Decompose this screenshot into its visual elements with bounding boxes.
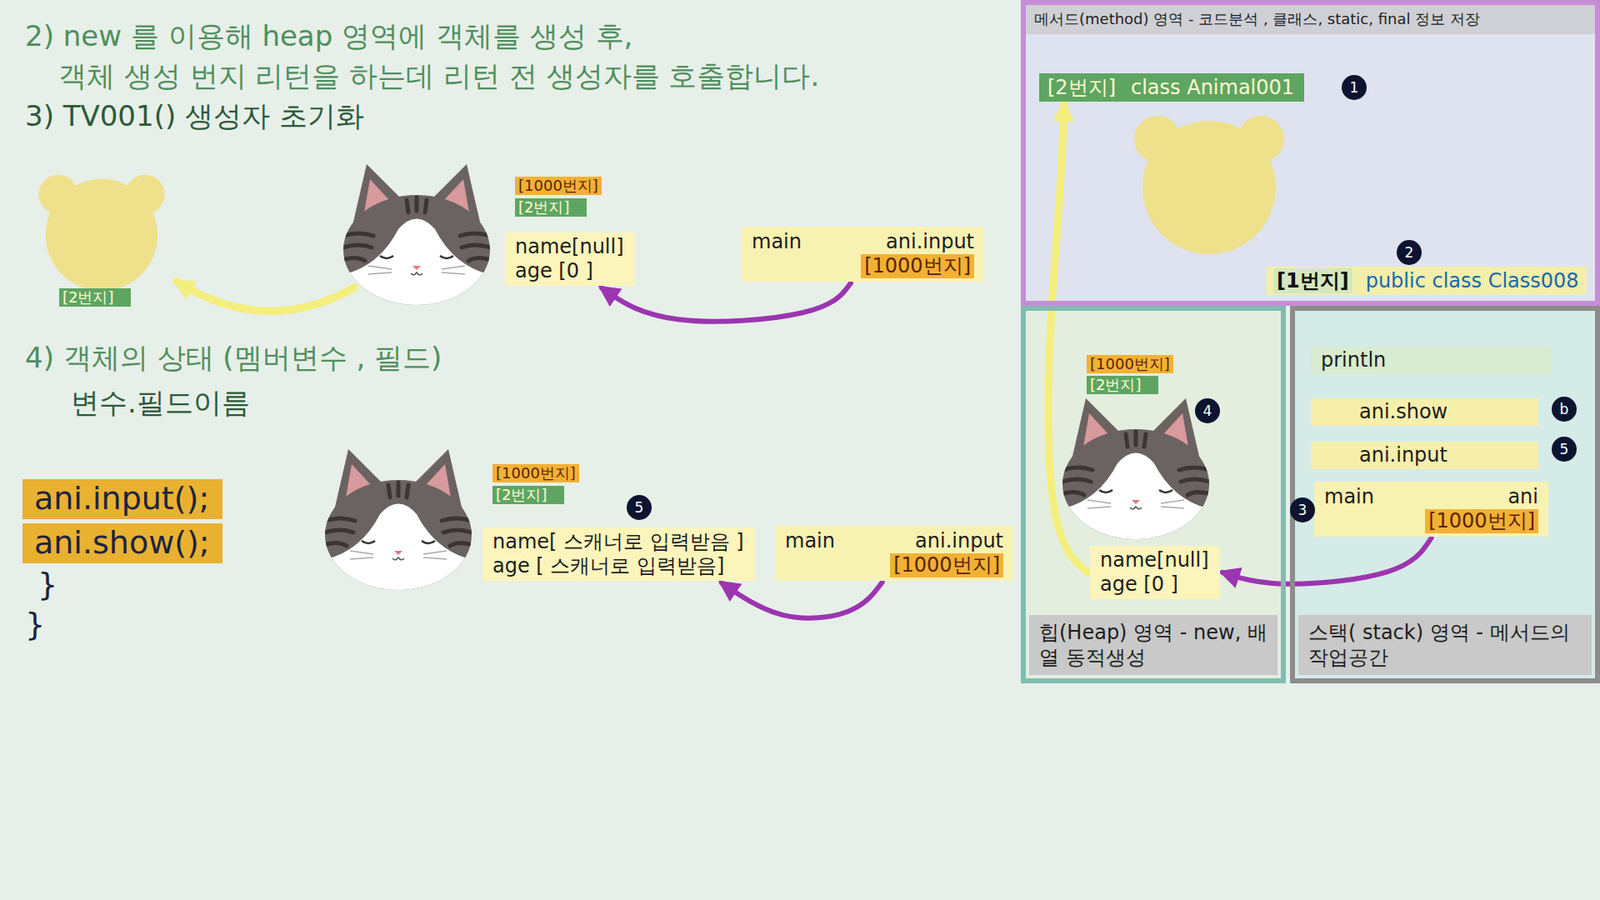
field-text: age [0 ]	[515, 259, 625, 284]
reference-arrow	[1222, 538, 1432, 585]
frame-text: [1000번지]	[1425, 509, 1539, 534]
callout-number: 1	[1341, 75, 1367, 100]
address-tag: [2번지]	[515, 198, 587, 217]
area-title: 스택( stack) 영역 - 메서드의 작업공간	[1298, 615, 1592, 675]
frame-text: ani	[1507, 485, 1539, 510]
class-text: [2번지]	[1047, 75, 1116, 100]
class-text: [1번지]	[1273, 268, 1353, 294]
stack-area: 스택( stack) 영역 - 메서드의 작업공간 println ani.show…	[1290, 305, 1600, 684]
note-text: 2) new 를 이용해 heap 영역에 객체를 생성 후,	[25, 18, 633, 55]
class-text: class Animal001	[1130, 75, 1295, 100]
reference-arrow	[601, 283, 851, 322]
callout-number: 4	[1195, 398, 1220, 424]
field-text: name[ 스캐너로 입력받음 ]	[492, 530, 745, 555]
address-tag: [2번지]	[492, 485, 565, 505]
callout-number: b	[1551, 396, 1577, 422]
frame-text: main	[751, 230, 802, 255]
address-tag: [1000번지]	[1086, 355, 1174, 374]
note-text: 4) 객체의 상태 (멤버변수 , 필드)	[25, 340, 442, 376]
method-text: ani.input	[1359, 443, 1448, 467]
class-bear	[1134, 115, 1285, 255]
area-title: 힙(Heap) 영역 - new, 배열 동적생성	[1029, 615, 1278, 675]
field-box: name[ 스캐너로 입력받음 ]age [ 스캐너로 입력받음]	[482, 527, 755, 581]
code-line: ani.input();	[22, 479, 223, 520]
class-text: public class Class008	[1365, 268, 1580, 294]
heap-area-fill	[1020, 305, 1286, 684]
class-link-arrow	[1048, 104, 1088, 573]
stack-frame: main ani[1000번지]	[1314, 481, 1549, 537]
address-tag: [2번지]	[59, 288, 131, 307]
frame-text: [1000번지]	[860, 254, 975, 279]
heap-object: name[null]age [0 ]	[1090, 545, 1220, 600]
stack-entry: ani.input	[1310, 441, 1539, 470]
code-text: ani.input();	[34, 480, 210, 517]
method-text: ani.show	[1359, 400, 1448, 424]
note-text: 변수.필드이름	[70, 385, 250, 421]
area-title: 메서드(method) 영역 - 코드분석 , 클래스, static, fin…	[1025, 5, 1595, 35]
stack-entry: ani.show	[1310, 398, 1539, 426]
code-brace: }	[37, 566, 58, 604]
callout-number: 2	[1396, 240, 1422, 265]
class-bear	[38, 175, 165, 291]
code-text: ani.show();	[34, 524, 210, 561]
frame-text: [1000번지]	[890, 553, 1004, 578]
method-area-fill	[1020, 0, 1600, 306]
class-link-arrow	[176, 281, 355, 311]
address-tag: [2번지]	[1086, 375, 1159, 395]
address-tag: [1000번지]	[515, 176, 602, 195]
method-text: println	[1320, 348, 1386, 372]
method-area: 메서드(method) 영역 - 코드분석 , 클래스, static, fin…	[1020, 0, 1600, 306]
field-text: age [0 ]	[1100, 572, 1210, 597]
code-line: ani.show();	[22, 523, 223, 564]
field-text: name[null]	[1100, 548, 1210, 573]
frame-text: ani.input	[915, 529, 1004, 554]
field-text: name[null]	[515, 235, 625, 260]
callout-number: 5	[626, 495, 652, 520]
stack-area-fill	[1290, 305, 1600, 684]
object-cat	[1060, 398, 1211, 547]
class-entry: [1번지] public class Class008	[1266, 266, 1587, 295]
frame-text: ani.input	[885, 230, 975, 255]
note-text: 3) TV001() 생성자 초기화	[25, 98, 365, 135]
reference-arrow	[721, 582, 883, 619]
callout-number: 3	[1290, 497, 1315, 523]
frame-text: main	[1324, 485, 1375, 510]
address-tag: [1000번지]	[492, 464, 580, 483]
stack-frame: main ani.input[1000번지]	[775, 525, 1014, 581]
object-cat	[341, 164, 492, 313]
field-box: name[null]age [0 ]	[505, 232, 635, 286]
class-entry: [2번지] class Animal001	[1039, 73, 1305, 102]
stack-entry: println	[1310, 346, 1552, 375]
code-brace: }	[25, 606, 45, 644]
callout-number: 5	[1551, 436, 1577, 462]
stack-frame: main ani.input[1000번지]	[741, 226, 985, 282]
note-text: 객체 생성 번지 리턴을 하는데 리턴 전 생성자를 호출합니다.	[58, 58, 820, 95]
field-text: age [ 스캐너로 입력받음]	[492, 554, 745, 579]
object-cat	[323, 449, 474, 598]
frame-text: main	[785, 529, 835, 554]
